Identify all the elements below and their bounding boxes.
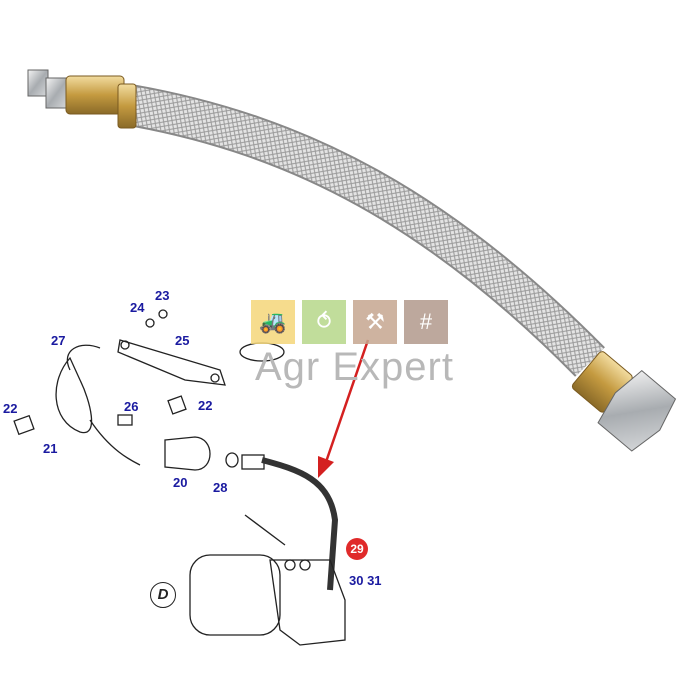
left-fitting <box>27 69 137 129</box>
part-label: 27 <box>51 333 66 348</box>
wheelbarrow-icon: ⥀ <box>302 300 346 344</box>
red-arrow <box>318 339 370 478</box>
part-label: 24 <box>130 300 145 315</box>
view-marker: D <box>150 582 176 608</box>
part-label: 22 <box>3 401 18 416</box>
part-label: 25 <box>175 333 190 348</box>
logo-text: Agr Expert <box>255 345 454 389</box>
part-label: 21 <box>43 441 58 456</box>
part-label: 22 <box>198 398 213 413</box>
right-fitting <box>571 351 677 452</box>
tools-icon: ⚒ <box>353 300 397 344</box>
part-label: 23 <box>155 288 170 303</box>
fence-icon: # <box>404 300 448 344</box>
highlighted-part-badge: 29 <box>346 538 368 560</box>
part-label: 26 <box>124 399 139 414</box>
part-label: 30 31 <box>349 573 382 588</box>
parts-diagram <box>13 309 346 646</box>
tractor-icon: 🚜 <box>251 300 295 344</box>
part-label: 28 <box>213 480 228 495</box>
part-label: 20 <box>173 475 188 490</box>
